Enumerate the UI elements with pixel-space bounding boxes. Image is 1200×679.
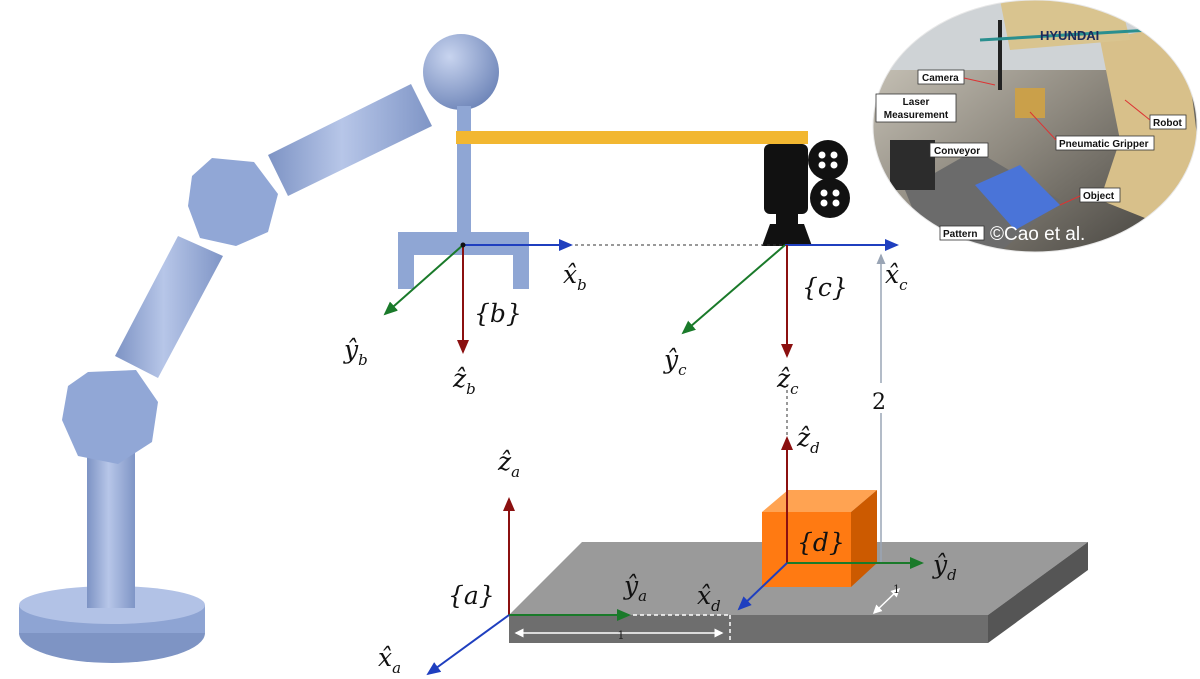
table-side bbox=[988, 542, 1088, 643]
frame-a-y-label: ŷa bbox=[623, 571, 647, 605]
depth-dimension-label: 1 bbox=[893, 583, 900, 596]
robot-link-lower bbox=[115, 236, 223, 378]
camera-mount-bar bbox=[456, 131, 808, 144]
photo-label-measurement: Measurement bbox=[884, 110, 949, 121]
camera-icon bbox=[762, 140, 850, 246]
frame-b-x-label: x̂b bbox=[563, 260, 587, 294]
photo-label-pneumatic-gripper: Pneumatic Gripper bbox=[1059, 139, 1149, 150]
object-cube bbox=[762, 490, 877, 587]
frame-b-z-label: ẑb bbox=[452, 364, 476, 398]
calibration-pattern bbox=[975, 165, 1060, 230]
frame-b-y-axis bbox=[383, 244, 464, 316]
robot-joint-lower bbox=[62, 370, 158, 464]
width-dimension-label: 1 bbox=[618, 629, 625, 642]
frame-c-y-label: ŷc bbox=[663, 345, 687, 379]
frame-d-y-label: ŷd bbox=[932, 550, 957, 584]
photo-label-laser: Laser bbox=[903, 97, 930, 108]
frame-a-x-axis bbox=[426, 614, 510, 676]
frame-d-z-label: ẑd bbox=[796, 423, 820, 457]
photo-inset: HYUNDAI Camera Laser Measurement Conveyo… bbox=[872, 0, 1198, 253]
frame-c-x-label: x̂c bbox=[885, 260, 908, 294]
frame-b-y-label: ŷb bbox=[343, 335, 368, 369]
frame-d-x-axis bbox=[737, 562, 788, 611]
photo-label-camera: Camera bbox=[922, 73, 959, 84]
photo-label-robot: Robot bbox=[1153, 118, 1183, 129]
photo-label-conveyor: Conveyor bbox=[934, 146, 980, 157]
frame-d: ẑd ŷd x̂d {d} bbox=[697, 423, 957, 615]
frame-b-name: {b} bbox=[474, 299, 522, 328]
depth-dimension-line bbox=[872, 587, 901, 615]
frame-c-z-label: ẑc bbox=[776, 364, 799, 398]
robot-column bbox=[87, 440, 135, 608]
height-dimension-label: 2 bbox=[872, 390, 886, 415]
frame-c-y-axis bbox=[681, 244, 786, 335]
robot-arm bbox=[19, 34, 808, 663]
frame-b: x̂b ŷb ẑb {b} bbox=[343, 239, 587, 398]
frame-c: x̂c ŷc ẑc {c} bbox=[663, 239, 908, 398]
photo-label-object: Object bbox=[1083, 191, 1115, 202]
frame-d-x-label: x̂d bbox=[697, 581, 721, 615]
robot-joint-middle bbox=[188, 158, 278, 246]
frame-a-x-label: x̂a bbox=[378, 643, 401, 677]
frame-a-z-label: ẑa bbox=[497, 447, 520, 481]
gripper bbox=[398, 232, 529, 289]
robot-link-upper bbox=[268, 84, 432, 196]
robot-ball-joint bbox=[423, 34, 499, 110]
table-front bbox=[509, 615, 988, 643]
photo-brand: HYUNDAI bbox=[1040, 28, 1099, 43]
frame-d-name: {d} bbox=[797, 528, 845, 557]
photo-credit: ©Cao et al. bbox=[990, 224, 1085, 245]
photo-label-pattern: Pattern bbox=[943, 229, 977, 240]
frame-c-name: {c} bbox=[802, 273, 848, 302]
robot-wrist-post bbox=[457, 106, 471, 232]
frame-a: ẑa ŷa x̂a {a} bbox=[378, 447, 647, 677]
frame-a-name: {a} bbox=[448, 581, 495, 610]
